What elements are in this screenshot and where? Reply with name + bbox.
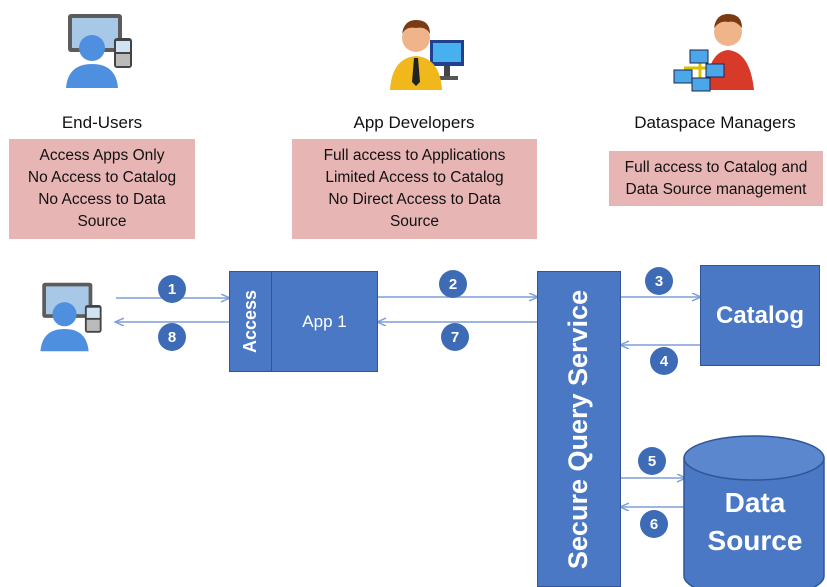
permission-line: No Access to Data <box>38 191 166 208</box>
secure-query-service-box: Secure Query Service <box>537 271 621 587</box>
step-badge-2: 2 <box>439 270 467 298</box>
end-user-icon <box>66 14 132 88</box>
manager-icon <box>673 14 754 92</box>
app-developers-permissions: Full access to Applications Limited Acce… <box>292 139 537 239</box>
access-layer: Access <box>230 272 272 371</box>
step-badge-1: 1 <box>158 275 186 303</box>
permission-line: Full access to Catalog and <box>624 158 808 176</box>
data-source-label-line2: Source <box>707 525 803 556</box>
secure-query-service-label: Secure Query Service <box>563 289 594 569</box>
permission-line: Source <box>77 213 127 230</box>
step-badge-6: 6 <box>640 510 668 538</box>
step-badge-7: 7 <box>441 323 469 351</box>
app-1-box: Access App 1 <box>229 271 378 372</box>
step-badge-3: 3 <box>645 267 673 295</box>
permission-line: No Access to Catalog <box>27 169 177 186</box>
data-source-label-line1: Data <box>724 487 786 518</box>
developer-icon <box>390 20 464 90</box>
role-title-app-developers: App Developers <box>353 113 475 132</box>
permission-line: Source <box>389 213 440 230</box>
dataspace-managers-permissions: Full access to Catalog and Data Source m… <box>609 151 823 206</box>
end-user-flow-icon <box>40 282 102 352</box>
permission-line: No Direct Access to Data <box>328 191 501 208</box>
data-source-label: Data Source <box>683 484 827 560</box>
permission-line: Data Source management <box>625 180 807 198</box>
role-title-dataspace-managers: Dataspace Managers <box>634 113 796 132</box>
catalog-label: Catalog <box>715 301 804 329</box>
permission-line: Full access to Applications <box>323 147 506 164</box>
app-1-label: App 1 <box>302 311 347 331</box>
role-title-end-users: End-Users <box>61 113 143 132</box>
permission-line: Access Apps Only <box>39 147 165 164</box>
data-source-cylinder <box>683 435 825 587</box>
step-badge-5: 5 <box>638 447 666 475</box>
catalog-box: Catalog <box>700 265 820 366</box>
step-badge-8: 8 <box>158 323 186 351</box>
access-label: Access <box>240 289 260 354</box>
end-users-permissions: Access Apps Only No Access to Catalog No… <box>9 139 195 239</box>
permission-line: Limited Access to Catalog <box>325 169 504 186</box>
step-badge-4: 4 <box>650 347 678 375</box>
